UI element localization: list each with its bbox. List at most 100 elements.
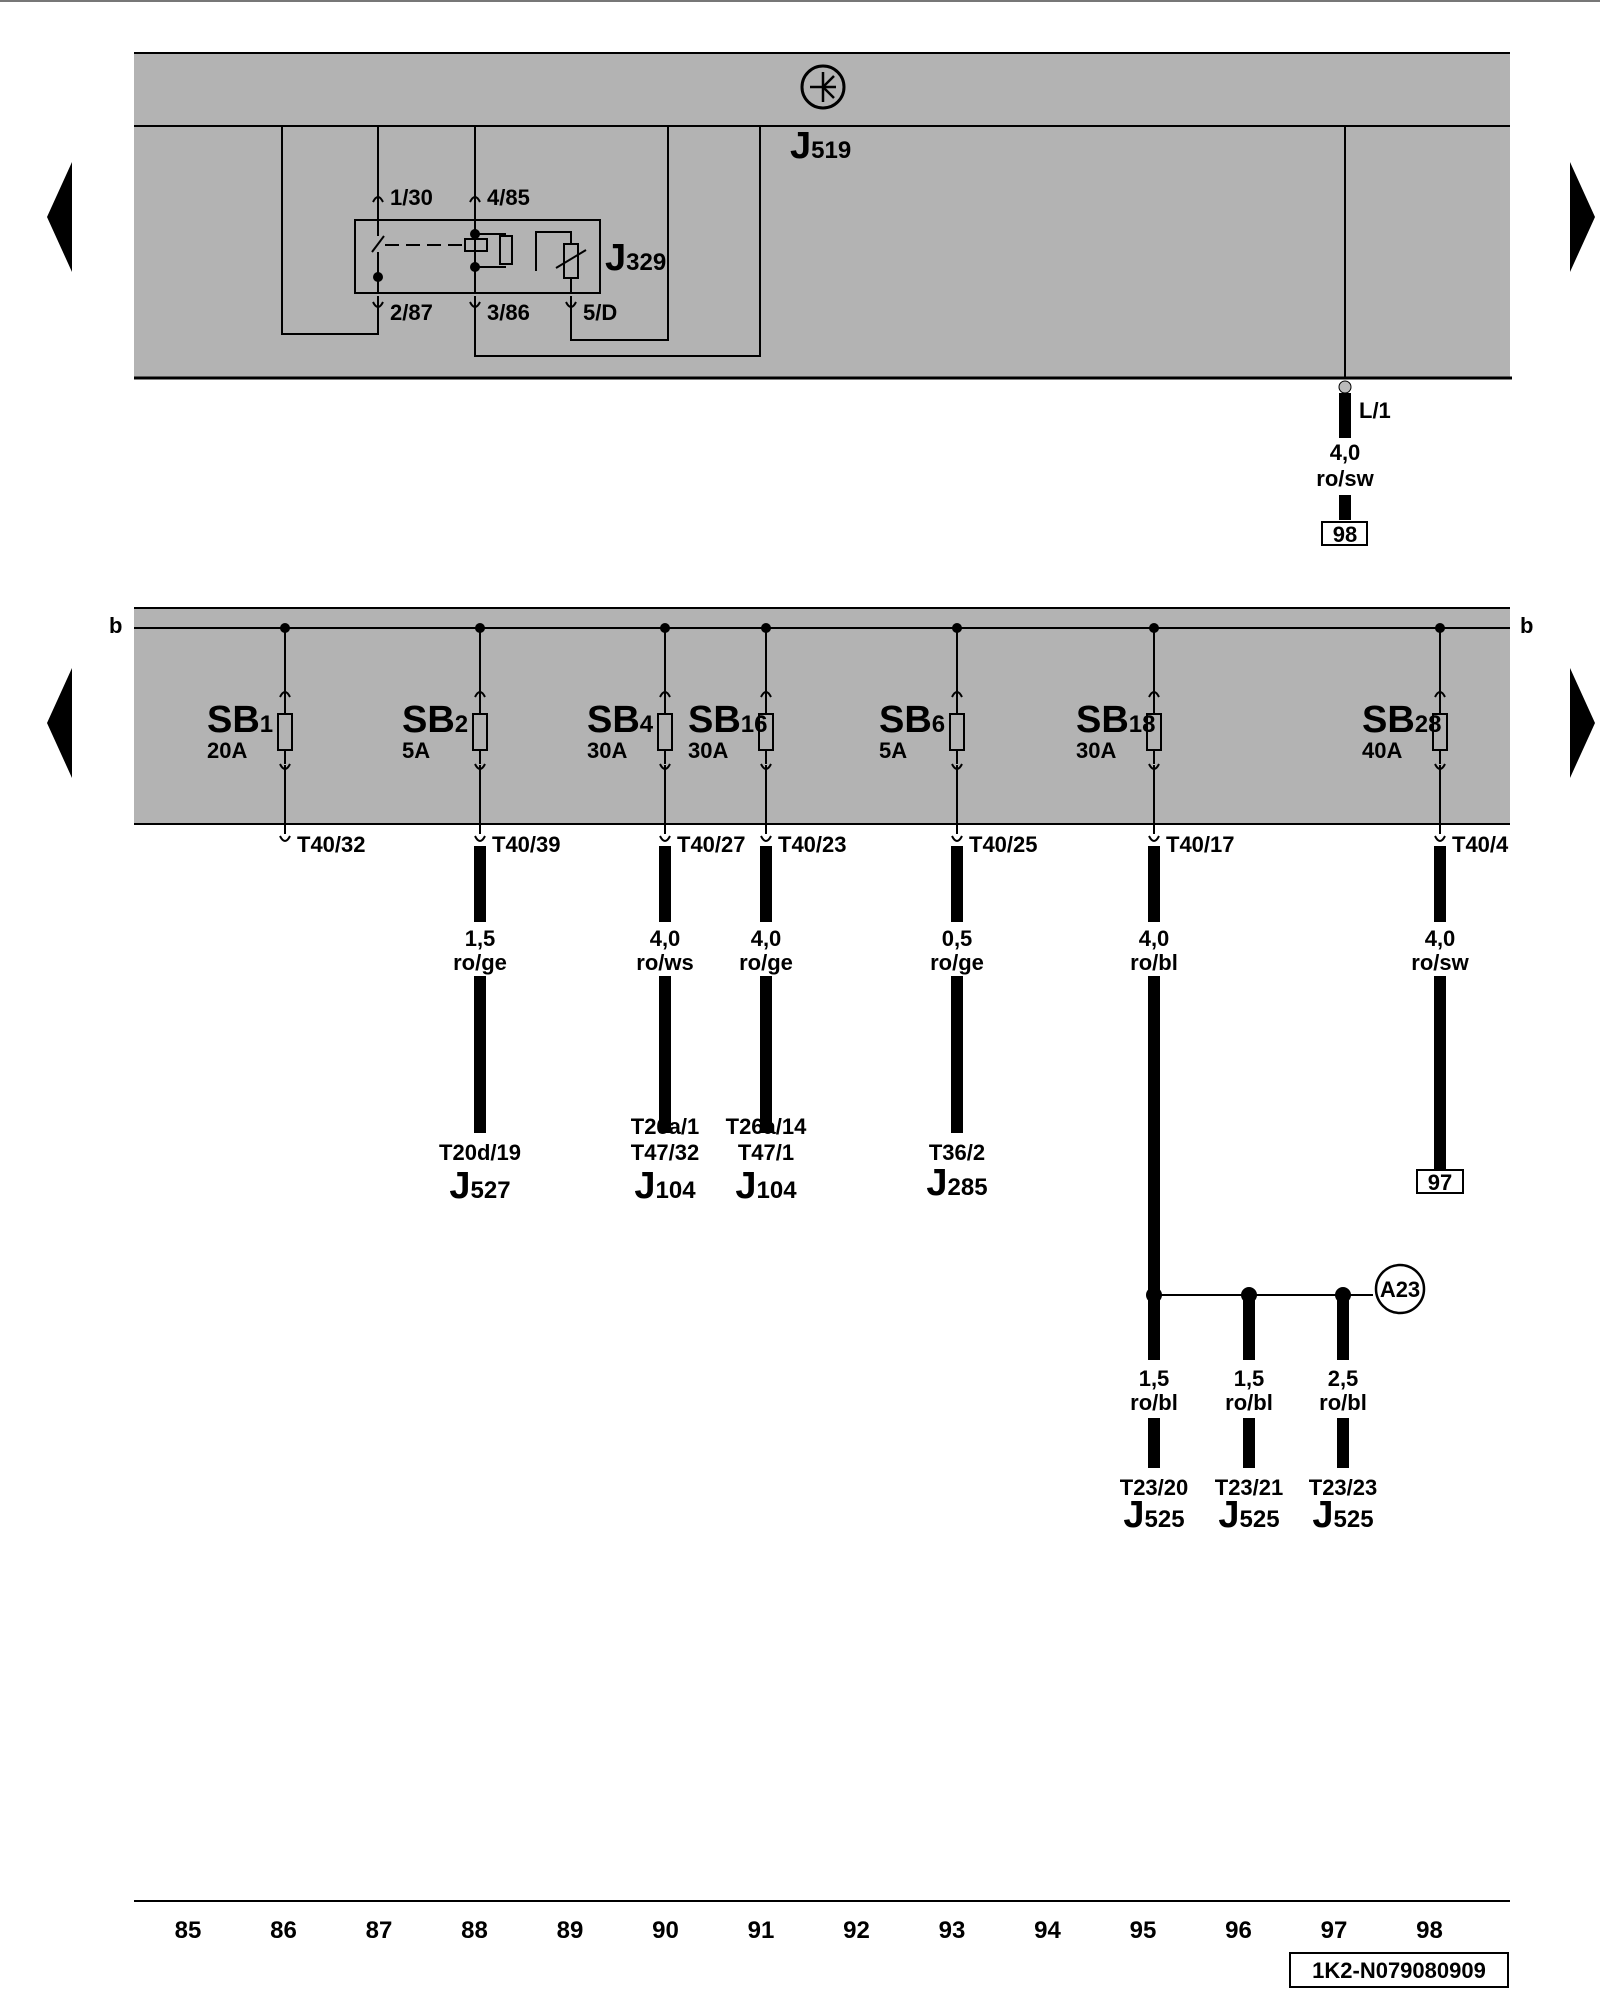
fuse-label: SB4 (587, 699, 654, 741)
wire-segment (1243, 1418, 1255, 1468)
column-number: 93 (939, 1917, 966, 1944)
fuse-rating: 5A (402, 738, 430, 763)
target-pin-label: T23/20 (1120, 1475, 1189, 1500)
wire-gauge: 1,5 (1139, 1366, 1170, 1391)
component-id-main: J (634, 1165, 655, 1207)
component-id-sub: 525 (1334, 1506, 1374, 1533)
next-page-top-icon[interactable] (1570, 162, 1595, 272)
fuse-contact (474, 763, 486, 770)
component-label: J525 (1312, 1494, 1373, 1536)
relay-pin-label: 2/87 (390, 300, 433, 325)
component-id-sub: 525 (1145, 1506, 1185, 1533)
wire-gauge: 4,0 (1330, 440, 1361, 465)
target-pin-label: T26a/1 (631, 1114, 700, 1139)
wire-gauge: 1,5 (1234, 1366, 1265, 1391)
wire-color: ro/ge (453, 950, 507, 975)
component-id-main: J (1123, 1494, 1144, 1536)
wire-gauge: 1,5 (465, 926, 496, 951)
wire-gauge: 0,5 (942, 926, 973, 951)
column-number: 86 (270, 1917, 297, 1944)
fuse-id-main: SB (879, 699, 932, 741)
fuse-contact (1434, 763, 1446, 770)
wire-segment (1148, 976, 1160, 1295)
connector-pin-label: T40/25 (969, 832, 1038, 857)
connector-pin-label: T40/39 (492, 832, 561, 857)
bus-node (660, 623, 670, 633)
wire-color: ro/ge (930, 950, 984, 975)
prev-page-top-icon[interactable] (47, 162, 72, 272)
wire-color: ro/sw (1316, 466, 1374, 491)
column-number: 89 (557, 1917, 584, 1944)
fuse-rating: 30A (587, 738, 627, 763)
ground-symbol-icon (800, 64, 846, 110)
fuse-label: SB16 (688, 699, 768, 741)
component-id-sub: 285 (948, 1174, 988, 1201)
connector-pin-icon (951, 835, 963, 842)
wire-color: ro/bl (1225, 1390, 1273, 1415)
connector-pin-label: T40/27 (677, 832, 746, 857)
component-label: J104 (634, 1165, 696, 1207)
wire-segment (659, 846, 671, 922)
next-page-bottom-icon[interactable] (1570, 668, 1595, 778)
bus-node (475, 623, 485, 633)
ref-box-label: 97 (1428, 1170, 1452, 1195)
connector-pin-icon (1148, 835, 1160, 842)
component-id-sub: 104 (757, 1177, 798, 1204)
wire-l1: L/1 4,0 ro/sw 98 (1316, 380, 1391, 547)
component-id-sub: 104 (656, 1177, 697, 1204)
fuse-contact (951, 691, 963, 698)
splice-label: A23 (1380, 1277, 1420, 1302)
wire-gauge: 4,0 (1425, 926, 1456, 951)
splice-a23: A23 1,5ro/blT23/20J5251,5ro/blT23/21J525… (1120, 1263, 1426, 1536)
fuse-contact (760, 763, 772, 770)
fuse-id-main: SB (1076, 699, 1129, 741)
column-number: 97 (1321, 1917, 1348, 1944)
connector-pin-icon (760, 835, 772, 842)
column-number: 88 (461, 1917, 488, 1944)
fuse-label: SB18 (1076, 699, 1156, 741)
target-pin-label: T23/21 (1215, 1475, 1284, 1500)
connector-pin-icon (474, 835, 486, 842)
relay-id-sub: 329 (626, 249, 666, 276)
component-label: J285 (926, 1162, 987, 1204)
component-id-main: J (1218, 1494, 1239, 1536)
fuse-id-sub: 4 (640, 711, 654, 738)
fuse-contact (951, 763, 963, 770)
fuse-id-sub: 28 (1415, 711, 1442, 738)
svg-text:J519: J519 (790, 125, 851, 167)
wire-segment (951, 846, 963, 922)
bus-node (952, 623, 962, 633)
fuse-contact (659, 691, 671, 698)
fuse-id-main: SB (1362, 699, 1415, 741)
wire-segment (760, 846, 772, 922)
wire-segment (1337, 1418, 1349, 1468)
fuse-id-sub: 6 (932, 711, 945, 738)
bus-node (1149, 623, 1159, 633)
connector-pin-label: T40/17 (1166, 832, 1235, 857)
relay-pin-label: 5/D (583, 300, 617, 325)
fuse-id-sub: 2 (455, 711, 468, 738)
relay-pin-label: 3/86 (487, 300, 530, 325)
target-pin-label: T47/1 (738, 1140, 794, 1165)
target-pin-label: T23/23 (1309, 1475, 1378, 1500)
fuse-rating: 30A (1076, 738, 1116, 763)
wire-color: ro/bl (1130, 1390, 1178, 1415)
component-label: J525 (1123, 1494, 1184, 1536)
target-pin-label: T47/32 (631, 1140, 700, 1165)
column-number: 98 (1416, 1917, 1443, 1944)
column-number: 90 (652, 1917, 679, 1944)
fuse-rating: 20A (207, 738, 247, 763)
fuse-contact (760, 691, 772, 698)
wire-gauge: 4,0 (1139, 926, 1170, 951)
wire-segment (1434, 976, 1446, 1170)
prev-page-bottom-icon[interactable] (47, 668, 72, 778)
wire-gauge: 2,5 (1328, 1366, 1359, 1391)
fuse-id-sub: 18 (1129, 711, 1156, 738)
fuse-contact (659, 763, 671, 770)
target-pin-label: T26a/14 (726, 1114, 807, 1139)
fuse-contact (1148, 691, 1160, 698)
